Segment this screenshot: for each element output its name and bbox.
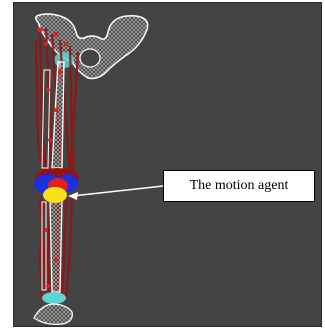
motion-agent-label: The motion agent <box>190 178 289 194</box>
callout-arrow <box>68 186 163 200</box>
callout-label: The motion agent <box>163 170 315 202</box>
motion-agent-marker <box>43 187 67 203</box>
